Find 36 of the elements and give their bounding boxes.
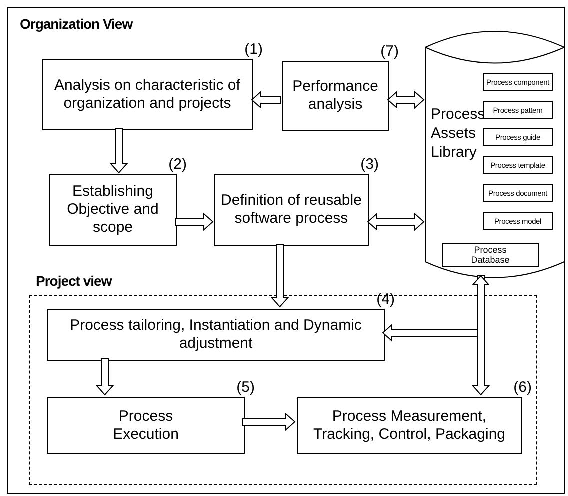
block-arrow xyxy=(96,358,114,396)
node-label: Process Execution xyxy=(112,408,180,444)
process-box xyxy=(483,128,553,146)
node-label: Performance analysis xyxy=(292,78,380,114)
block-arrow xyxy=(270,244,290,308)
frame-heading: Project view xyxy=(36,272,112,290)
frame-heading: Organization View xyxy=(20,15,133,33)
node-label: Process Measurement, Tracking, Control, Packaging xyxy=(312,408,507,444)
block-arrow xyxy=(472,275,490,396)
process-box xyxy=(483,156,553,174)
process-box xyxy=(483,212,553,230)
block-arrow xyxy=(242,412,296,432)
node-label: Process tailoring, Instantiation and Dynamic adjustment xyxy=(69,317,363,353)
block-arrow xyxy=(251,90,282,110)
step-number: (4) xyxy=(376,292,395,308)
process-box xyxy=(442,243,539,267)
process-box xyxy=(483,184,553,202)
node-label: Definition of reusable software process xyxy=(220,192,363,228)
step-number: (6) xyxy=(514,380,532,396)
step-number: (1) xyxy=(244,42,263,58)
process-box xyxy=(483,73,553,91)
node-label: Establishing Objective and scope xyxy=(66,183,160,237)
database-cylinder xyxy=(425,31,565,279)
node-label: Process Database xyxy=(470,245,511,265)
block-arrow xyxy=(176,212,214,232)
step-number: (5) xyxy=(236,380,255,396)
block-arrow xyxy=(110,128,128,174)
view-frame xyxy=(7,7,565,494)
block-arrow xyxy=(367,212,425,232)
step-number: (3) xyxy=(360,157,379,173)
node-label: Analysis on characteristic of organization and projects xyxy=(54,76,242,112)
step-number: (2) xyxy=(168,157,187,173)
block-arrow xyxy=(387,90,425,110)
node-label: Process Assets Library xyxy=(431,105,483,162)
process-box xyxy=(483,101,553,119)
step-number: (7) xyxy=(380,44,399,60)
